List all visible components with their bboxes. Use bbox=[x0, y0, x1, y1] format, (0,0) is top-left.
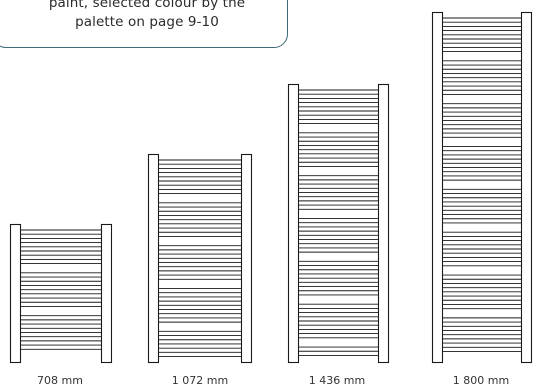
callout-text: paint, selected colour by the palette on… bbox=[2, 0, 292, 32]
radiator-3 bbox=[287, 83, 390, 364]
callout-line-2: palette on page 9-10 bbox=[75, 14, 219, 30]
radiator-right-rail bbox=[377, 83, 390, 364]
radiator-height-label-1072: 1 072 mm bbox=[171, 374, 229, 387]
radiator-left-rail bbox=[431, 11, 444, 364]
radiator-right-rail bbox=[240, 153, 253, 364]
callout-line-1: paint, selected colour by the bbox=[48, 0, 246, 11]
radiator-height-label-708: 708 mm bbox=[37, 374, 83, 387]
radiator-1 bbox=[9, 223, 113, 364]
radiator-height-label-1436: 1 436 mm bbox=[308, 374, 366, 387]
radiator-4 bbox=[431, 11, 533, 364]
radiator-left-rail bbox=[9, 223, 22, 364]
radiator-right-rail bbox=[520, 11, 533, 364]
radiator-left-rail bbox=[147, 153, 160, 364]
radiator-height-label-1800: 1 800 mm bbox=[452, 374, 510, 387]
radiator-right-rail bbox=[100, 223, 113, 364]
radiator-left-rail bbox=[287, 83, 300, 364]
info-callout-box bbox=[0, 0, 288, 48]
radiator-2 bbox=[147, 153, 253, 364]
